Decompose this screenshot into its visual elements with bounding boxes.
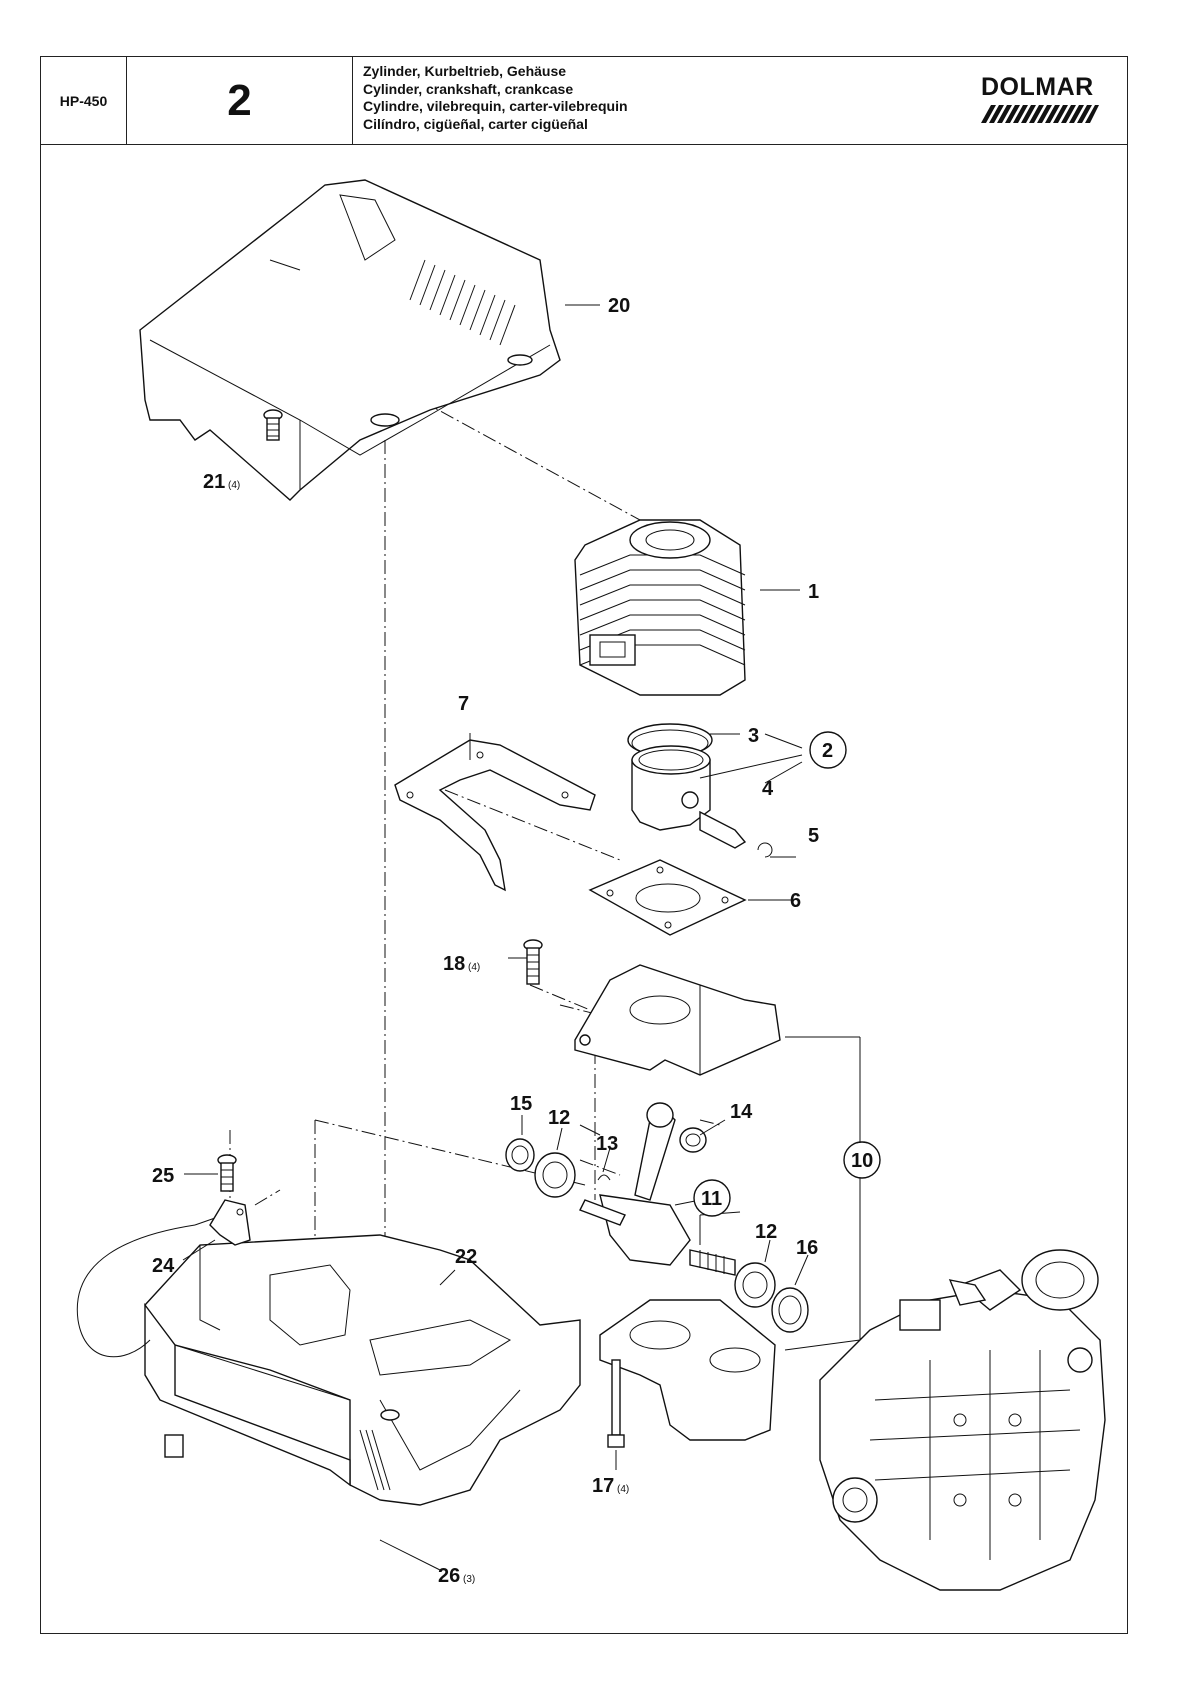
callout-16: 16 xyxy=(796,1237,818,1259)
part-21-screw xyxy=(263,409,283,441)
part-17-screw xyxy=(607,1359,625,1448)
part-10-lower-crankcase xyxy=(599,1299,776,1441)
part-5-circlip xyxy=(757,842,773,858)
group-titles: Zylinder, Kurbeltrieb, Gehäuse Cylinder,… xyxy=(353,57,913,144)
leader-lines xyxy=(182,304,861,1571)
callout-10: 10 xyxy=(851,1150,873,1172)
parts-sheet-frame: HP-450 2 Zylinder, Kurbeltrieb, Gehäuse … xyxy=(40,56,1128,1634)
callout-17-quantity: (4) xyxy=(617,1484,629,1495)
callout-3: 3 xyxy=(748,725,759,747)
model-number: HP-450 xyxy=(41,57,127,144)
part-22-housing xyxy=(144,1234,581,1506)
callout-21-quantity: (4) xyxy=(228,480,240,491)
callout-15: 15 xyxy=(510,1093,532,1115)
callout-7: 7 xyxy=(458,693,469,715)
brand-stripes-icon xyxy=(981,105,1099,123)
part-6-base-gasket xyxy=(588,859,747,936)
callout-circles xyxy=(693,731,881,1217)
part-7-gasket xyxy=(394,739,596,892)
part-14-needle-bearing xyxy=(679,1127,707,1153)
callout-4: 4 xyxy=(762,778,774,800)
callout-12-left: 12 xyxy=(548,1107,570,1129)
part-1-cylinder xyxy=(574,519,746,696)
callout-labels: 20 21 (4) 1 7 3 2 4 5 6 18 (4) 15 12 13 … xyxy=(152,295,873,1587)
part-16-seal-ring xyxy=(771,1287,809,1333)
callout-18: 18 xyxy=(443,953,465,975)
part-4-piston xyxy=(631,745,747,849)
part-11-crankshaft xyxy=(579,1102,736,1276)
title-german: Zylinder, Kurbeltrieb, Gehäuse xyxy=(363,63,567,79)
callout-11: 11 xyxy=(701,1188,722,1210)
callout-circle-11 xyxy=(693,1179,731,1217)
part-12-bearing-right xyxy=(734,1262,776,1308)
callout-21: 21 xyxy=(203,471,225,493)
callout-1: 1 xyxy=(808,581,819,603)
title-french: Cylindre, vilebrequin, carter-vilebrequi… xyxy=(363,98,628,114)
cable xyxy=(76,1217,216,1358)
sheet-header: HP-450 2 Zylinder, Kurbeltrieb, Gehäuse … xyxy=(41,57,1127,145)
part-20-cylinder-cover xyxy=(139,179,561,501)
group-number: 2 xyxy=(127,57,353,144)
part-12-bearing-left xyxy=(534,1152,576,1198)
callout-18-quantity: (4) xyxy=(468,962,480,973)
callout-13: 13 xyxy=(596,1133,618,1155)
callout-24: 24 xyxy=(152,1255,175,1277)
part-15-seal xyxy=(505,1138,535,1172)
callout-22: 22 xyxy=(455,1246,477,1268)
brand-logo: DOLMAR xyxy=(981,57,1111,144)
pump-unit xyxy=(819,1249,1106,1591)
callout-circle-10 xyxy=(843,1141,881,1179)
callout-20: 20 xyxy=(608,295,630,317)
part-18-screw xyxy=(523,939,543,985)
brand-name: DOLMAR xyxy=(981,73,1094,101)
part-25-screw xyxy=(217,1154,237,1192)
callout-26-quantity: (3) xyxy=(463,1574,475,1585)
callout-25: 25 xyxy=(152,1165,174,1187)
part-24-lever xyxy=(209,1199,251,1246)
title-spanish: Cilíndro, cigüeñal, carter cigüeñal xyxy=(363,115,588,132)
callout-6: 6 xyxy=(790,890,801,912)
callout-circle-2 xyxy=(809,731,847,769)
callout-2: 2 xyxy=(822,740,833,762)
title-english: Cylinder, crankshaft, crankcase xyxy=(363,80,574,97)
callout-14: 14 xyxy=(730,1101,753,1123)
part-13-key xyxy=(597,1174,611,1181)
part-10-upper-crankcase xyxy=(574,964,781,1076)
callout-26: 26 xyxy=(438,1565,460,1587)
callout-5: 5 xyxy=(808,825,819,847)
callout-12-right: 12 xyxy=(755,1221,777,1243)
callout-17: 17 xyxy=(592,1475,614,1497)
